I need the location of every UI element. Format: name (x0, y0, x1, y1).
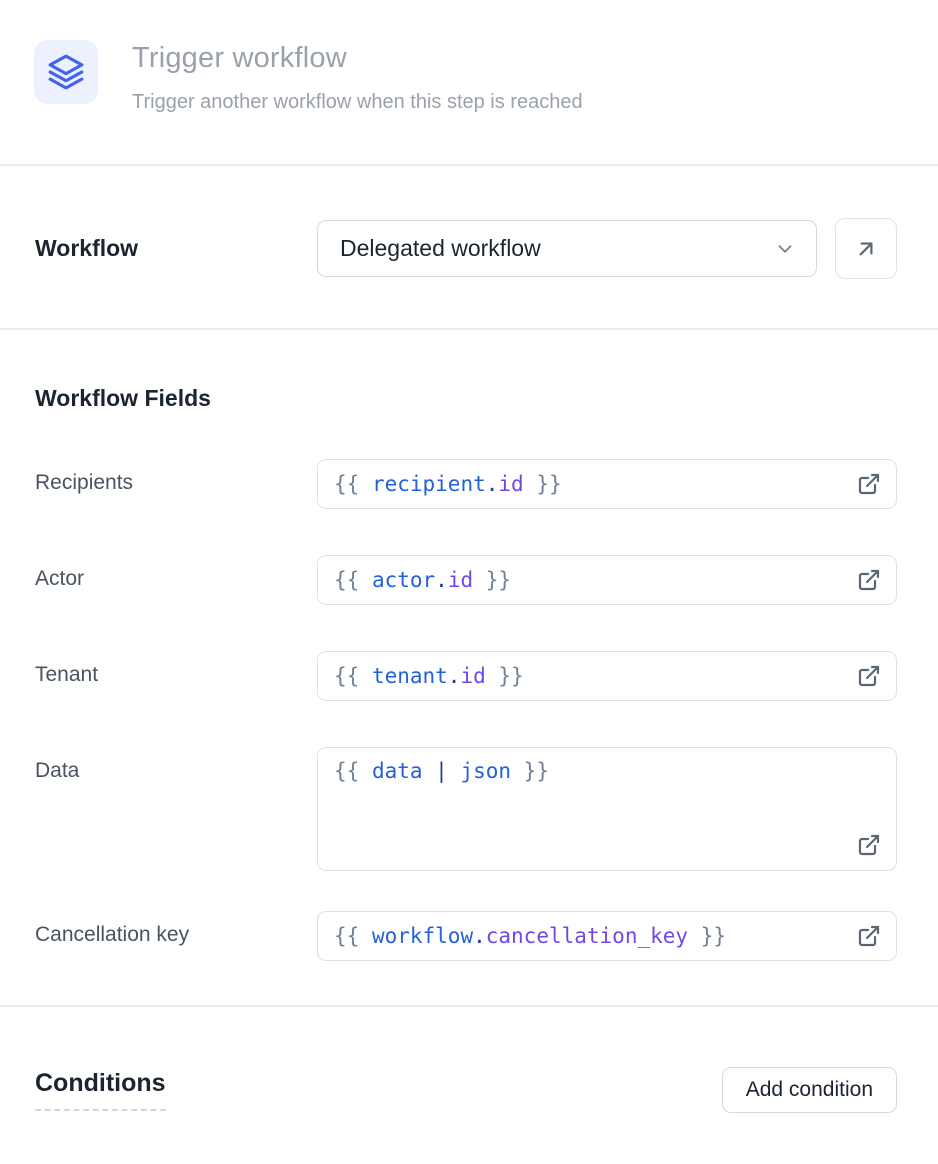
field-row-tenant: Tenant {{ tenant.id }} (35, 651, 897, 701)
tenant-code: {{ tenant.id }} (334, 664, 524, 688)
expand-editor-button[interactable] (857, 664, 881, 688)
external-link-icon (857, 833, 881, 857)
workflow-select-value: Delegated workflow (340, 235, 541, 261)
step-header: Trigger workflow Trigger another workflo… (0, 0, 938, 164)
cancellation-key-input[interactable]: {{ workflow.cancellation_key }} (317, 911, 897, 961)
field-label: Tenant (35, 663, 99, 686)
data-input[interactable]: {{ data | json }} (317, 747, 897, 871)
workflow-fields-heading: Workflow Fields (35, 385, 211, 411)
arrow-up-right-icon (853, 236, 879, 262)
step-icon-box (34, 40, 98, 104)
conditions-section: Conditions Add condition (0, 1007, 938, 1113)
recipients-code: {{ recipient.id }} (334, 472, 562, 496)
open-workflow-button[interactable] (835, 218, 897, 279)
workflow-select[interactable]: Delegated workflow (317, 220, 817, 277)
divider (0, 164, 938, 166)
page-title: Trigger workflow (132, 42, 347, 74)
workflow-label: Workflow (35, 235, 139, 261)
field-row-recipients: Recipients {{ recipient.id }} (35, 459, 897, 509)
divider (0, 1005, 938, 1007)
field-label: Recipients (35, 471, 134, 494)
field-label: Cancellation key (35, 923, 190, 946)
divider (0, 328, 938, 330)
tenant-input[interactable]: {{ tenant.id }} (317, 651, 897, 701)
page-subtitle: Trigger another workflow when this step … (132, 91, 583, 113)
layers-icon (47, 53, 85, 91)
field-label: Actor (35, 567, 85, 590)
workflow-select-section: Workflow Delegated workflow (0, 166, 938, 328)
expand-editor-button[interactable] (857, 833, 881, 857)
external-link-icon (857, 472, 881, 496)
external-link-icon (857, 568, 881, 592)
conditions-heading[interactable]: Conditions (35, 1069, 166, 1111)
field-row-actor: Actor {{ actor.id }} (35, 555, 897, 605)
external-link-icon (857, 664, 881, 688)
expand-editor-button[interactable] (857, 568, 881, 592)
data-code: {{ data | json }} (334, 759, 549, 783)
expand-editor-button[interactable] (857, 924, 881, 948)
actor-code: {{ actor.id }} (334, 568, 512, 592)
workflow-fields-section: Workflow Fields Recipients {{ recipient.… (0, 330, 938, 1005)
actor-input[interactable]: {{ actor.id }} (317, 555, 897, 605)
field-row-data: Data {{ data | json }} (35, 747, 897, 871)
expand-editor-button[interactable] (857, 472, 881, 496)
cancellation-key-code: {{ workflow.cancellation_key }} (334, 924, 726, 948)
field-label: Data (35, 759, 80, 782)
chevron-down-icon (774, 238, 796, 260)
recipients-input[interactable]: {{ recipient.id }} (317, 459, 897, 509)
external-link-icon (857, 924, 881, 948)
field-row-cancellation-key: Cancellation key {{ workflow.cancellatio… (35, 911, 897, 961)
add-condition-button[interactable]: Add condition (721, 1067, 897, 1113)
